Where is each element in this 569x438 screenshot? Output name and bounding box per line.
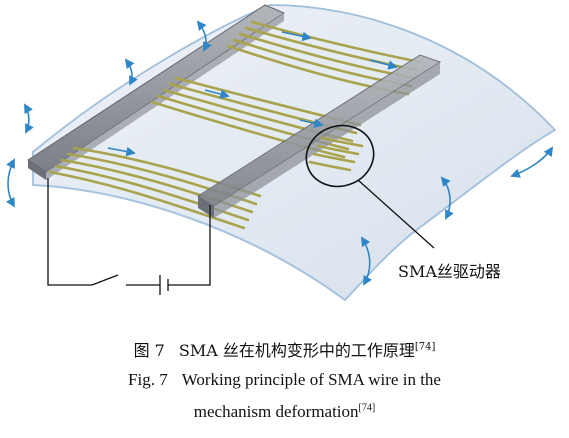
caption-cn-reference: [74] bbox=[414, 341, 436, 353]
actuator-highlight-ellipse bbox=[305, 124, 375, 188]
sma-actuator-label: SMA丝驱动器 bbox=[398, 262, 501, 281]
caption-cn-figure-number: 图 7 bbox=[133, 341, 165, 360]
caption-en-text-line-2: mechanism deformation bbox=[193, 402, 359, 421]
caption-cn-text: SMA 丝在机构变形中的工作原理 bbox=[178, 341, 415, 360]
caption-en-text-line-1: Working principle of SMA wire in the bbox=[181, 370, 441, 389]
caption-en-reference: [74] bbox=[358, 402, 376, 414]
electric-circuit bbox=[47, 178, 211, 295]
front-bar bbox=[27, 4, 286, 180]
motion-arrows bbox=[6, 20, 554, 286]
caption-english-line-2: mechanism deformation[74] bbox=[0, 402, 569, 422]
wing-front-edge bbox=[32, 184, 346, 301]
caption-chinese: 图 7 SMA 丝在机构变形中的工作原理[74] bbox=[0, 337, 569, 361]
callout-leader-line bbox=[357, 179, 435, 249]
caption-english-line-1: Fig. 7 Working principle of SMA wire in t… bbox=[0, 370, 569, 390]
caption-en-figure-number: Fig. 7 bbox=[128, 370, 168, 389]
sma-wing-diagram bbox=[6, 4, 557, 302]
sma-wires-group-4 bbox=[308, 136, 364, 172]
